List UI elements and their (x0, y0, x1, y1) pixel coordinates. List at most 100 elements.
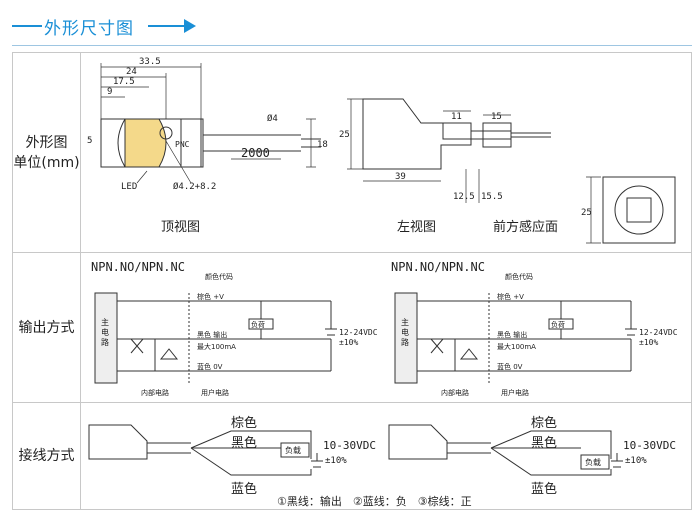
main-char-2c: 路 (401, 337, 409, 347)
output-title-1: NPN.NO/NPN.NC (91, 260, 185, 274)
wire-black-1: 黑色 (231, 435, 257, 451)
brown-label-1: 棕色 +V (197, 292, 224, 301)
led-label: LED (121, 182, 137, 192)
top-view-sensor-face (124, 118, 167, 168)
wire-brown-2: 棕色 (531, 415, 557, 431)
zener-1 (159, 348, 179, 360)
wiring-row: 接线方式 棕色 黑色 蓝色 负载 10-30VDC ± (13, 403, 691, 509)
wire-blue-1: 蓝色 (231, 481, 257, 497)
section-title: 外形尺寸图 (44, 19, 134, 39)
main-char-2b: 电 (401, 327, 409, 337)
tol-label-2: ±10% (639, 338, 658, 347)
main-char-2a: 主 (401, 317, 409, 327)
wiring-diagram-1: 棕色 黑色 蓝色 负载 10-30VDC ±10% (88, 415, 376, 497)
load-w-label-1: 负载 (285, 445, 301, 455)
header-divider (12, 45, 692, 46)
height-18-label: 18 (317, 140, 328, 150)
wires-2 (490, 430, 612, 476)
supply-w-label-2: 10-30VDC (623, 439, 676, 452)
dimensions-label-line1: 外形图 (25, 134, 68, 151)
dimensions-label-line2: 单位(mm) (13, 154, 80, 171)
left-w11-label: 11 (451, 112, 462, 122)
top-view-hole (159, 126, 173, 140)
blue-label-2: 蓝色 0V (497, 362, 523, 371)
dimensions-drawings: 33.5 24 17.5 9 5 LED Ø4.2+8.2 Ø4 2000 18… (81, 53, 691, 252)
cable-length-label: 2000 (241, 146, 270, 160)
output-label-text: 输出方式 (18, 319, 75, 336)
dim-33-5: 33.5 (139, 57, 161, 67)
brown-label-2: 棕色 +V (497, 292, 524, 301)
left-w15-label: 15 (491, 112, 502, 122)
dim-24-line (101, 73, 167, 119)
front-view-core (626, 197, 652, 223)
black-label-2: 黑色 输出 (497, 330, 527, 339)
main-circuit-box-1 (94, 292, 118, 384)
left-view-clamp (482, 122, 512, 148)
wiring-label: 接线方式 (13, 403, 81, 509)
top-view-cable (203, 134, 301, 152)
supply-label-2: 12-24VDC (639, 328, 678, 337)
load-box-2 (548, 318, 574, 330)
left-15-5-label: 15.5 (481, 192, 503, 202)
front-view-ring (614, 185, 664, 235)
main-char-1c: 路 (101, 337, 109, 347)
dim-33-line (100, 63, 202, 119)
color-code-1: 颜色代码 (205, 272, 233, 281)
battery-2 (611, 453, 623, 468)
internal-label-1: 内部电路 (141, 388, 169, 397)
load-box-w2 (580, 454, 610, 470)
left-height-label: 25 (339, 130, 350, 140)
header-line-right (148, 25, 190, 27)
output-circuit-svg: NPN.NO/NPN.NC 颜色代码 棕色 +V 黑色 输出 最大1 (91, 260, 678, 397)
load-label-2: 负荷 (551, 320, 565, 329)
supply-symbol-2 (625, 301, 637, 371)
wires-1 (190, 430, 312, 476)
main-char-1a: 主 (101, 317, 109, 327)
front-height-label: 25 (581, 208, 592, 218)
transistor-1 (130, 338, 156, 371)
wiring-svg: 棕色 黑色 蓝色 负载 10-30VDC ±10% 棕色 (88, 415, 676, 508)
left-view-bracket (442, 122, 472, 140)
load-w-label-2: 负载 (585, 457, 601, 467)
tol-w-label-2: ±10% (625, 456, 647, 466)
wire-brown-1: 棕色 (231, 415, 257, 431)
cable-dia-label: Ø4 (267, 113, 278, 124)
dim-12-15-lines (465, 169, 480, 203)
black-label-1: 黑色 输出 (197, 330, 227, 339)
tol-label-1: ±10% (339, 338, 358, 347)
tol-w-label-1: ±10% (325, 456, 347, 466)
left-view-leads (511, 132, 551, 138)
caption-top-view: 顶视图 (161, 220, 200, 235)
dim-25-front (586, 176, 601, 244)
max-label-2: 最大100mA (497, 342, 536, 351)
dim-9: 9 (107, 87, 112, 97)
wire-legend: ①黑线：输出 ②蓝线：负 ③棕线：正 (277, 494, 472, 508)
left-view-body (362, 98, 472, 170)
supply-symbol-1 (325, 301, 337, 371)
left-view-cable (471, 130, 511, 140)
leader-lines (136, 140, 192, 184)
dimensions-row: 外形图 单位(mm) (13, 53, 691, 253)
blue-label-1: 蓝色 0V (197, 362, 223, 371)
caption-left-view: 左视图 (397, 220, 436, 235)
max-label-1: 最大100mA (197, 342, 236, 351)
sensor-body-2 (388, 424, 448, 460)
main-char-1b: 电 (101, 327, 109, 337)
output-diagrams: NPN.NO/NPN.NC 颜色代码 棕色 +V 黑色 输出 最大1 (81, 253, 691, 402)
top-view-curve (117, 118, 126, 168)
dim-24: 24 (126, 67, 137, 77)
left-12-5-label: 12.5 (453, 192, 475, 202)
caption-front-view: 前方感应面 (493, 219, 558, 235)
front-view-body (602, 176, 676, 244)
top-view-cable-clamp (180, 118, 204, 168)
output-wires-1 (117, 300, 331, 372)
transistor-2 (430, 338, 456, 371)
dim-11-15-lines (443, 110, 511, 116)
load-box-1 (248, 318, 274, 330)
zener-2 (459, 348, 479, 360)
user-label-1: 用户电路 (201, 388, 229, 397)
hole-label: Ø4.2+8.2 (173, 181, 216, 192)
dim-5: 5 (87, 136, 92, 146)
dim-18-line (306, 118, 316, 168)
supply-w-label-1: 10-30VDC (323, 439, 376, 452)
